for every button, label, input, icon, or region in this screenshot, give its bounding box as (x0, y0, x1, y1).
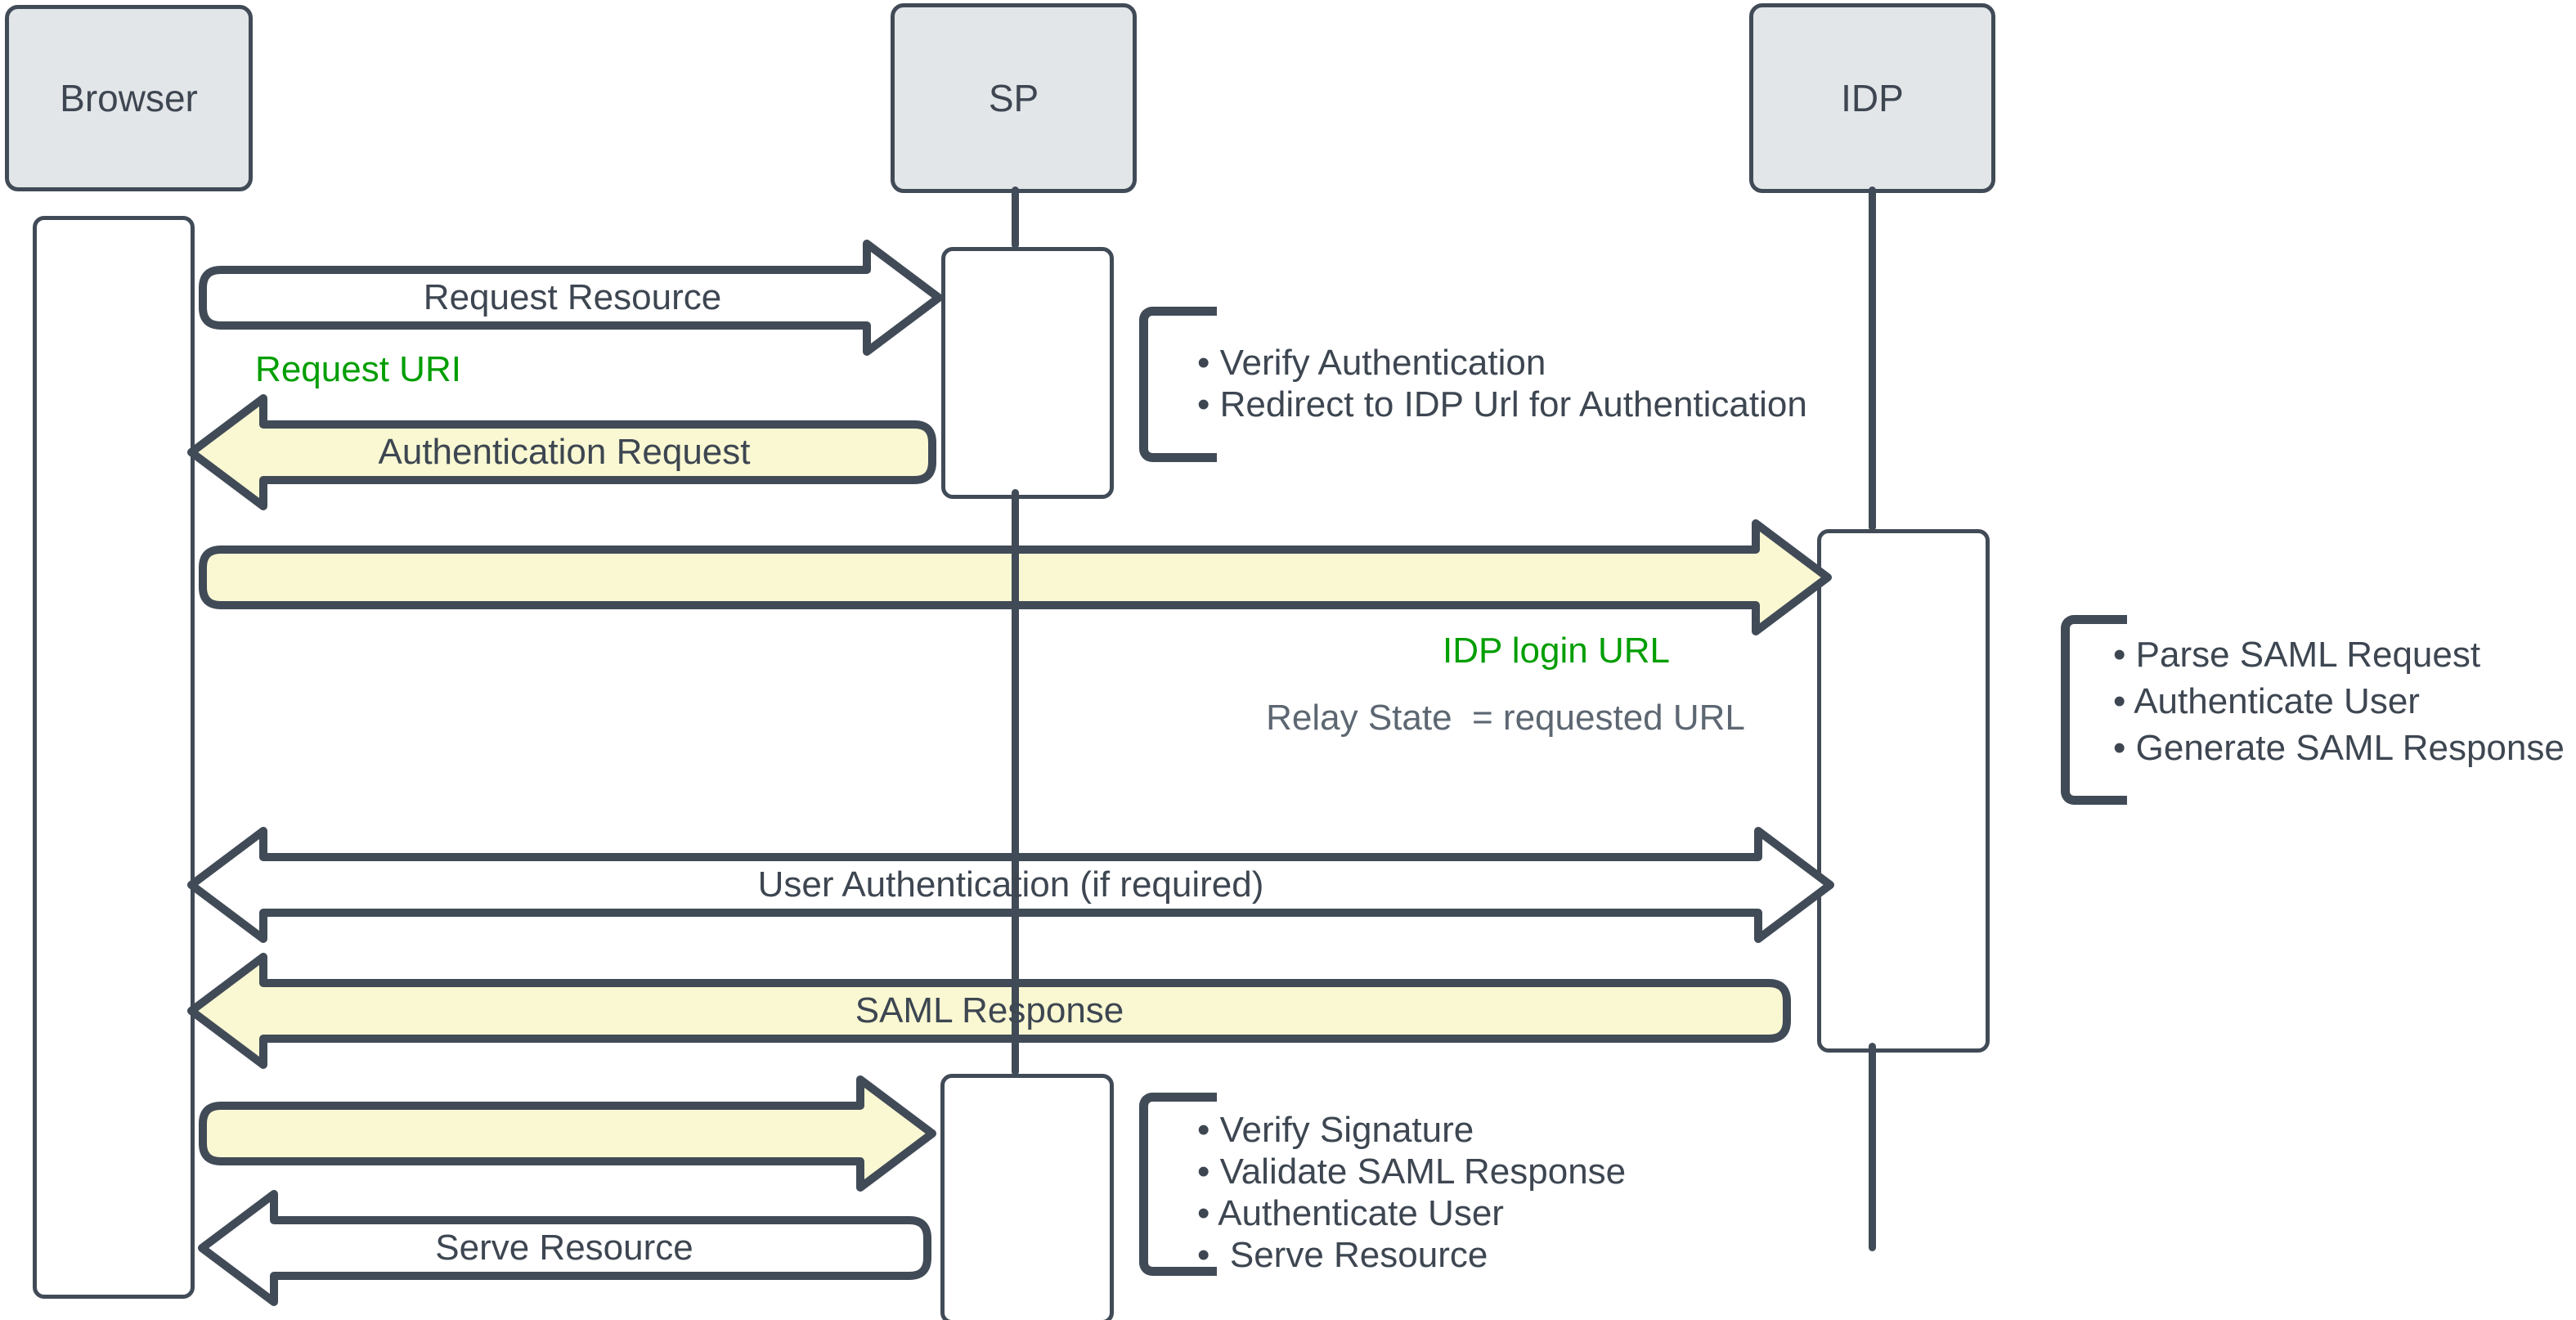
sp-activation-box-1 (941, 247, 1114, 499)
saml-response-arrow (187, 953, 1791, 1069)
sp-activation-box-2 (940, 1074, 1114, 1320)
sp-note-2-bracket (1139, 1093, 1217, 1276)
request-uri-annotation: Request URI (255, 349, 461, 389)
note-item: • Verify Signature (1197, 1110, 1474, 1150)
sp-note-2: • Verify Signature• Validate SAML Respon… (1197, 1109, 1626, 1276)
idp-lifeline-top (1869, 186, 1876, 531)
request-resource-label: Request Resource (423, 277, 722, 317)
post-saml-response-arrow (199, 1075, 936, 1192)
actor-idp: IDP (1749, 3, 1995, 193)
note-item: • Authenticate User (2113, 681, 2420, 721)
authentication-request-label: Authentication Request (378, 432, 751, 472)
browser-activation-box (33, 216, 195, 1299)
actor-idp-label: IDP (1841, 77, 1904, 119)
note-item: • Redirect to IDP Url for Authentication (1197, 384, 1807, 424)
request-resource-arrow (199, 240, 943, 356)
relay-state-annotation: Relay State = requested URL (1266, 698, 1745, 738)
actor-browser: Browser (5, 5, 253, 191)
actor-sp-label: SP (988, 77, 1039, 119)
idp-lifeline-bottom (1869, 1043, 1876, 1251)
user-authentication-label: User Authentication (if required) (757, 864, 1264, 905)
user-authentication-arrow (187, 827, 1834, 943)
sp-note-1: • Verify Authentication• Redirect to IDP… (1197, 342, 1807, 425)
sp-note-1-bracket (1139, 307, 1217, 462)
serve-resource-arrow (198, 1190, 931, 1306)
authentication-request-arrow (187, 394, 936, 510)
sp-lifeline-middle (1012, 489, 1019, 1075)
note-item: • Verify Authentication (1197, 343, 1546, 383)
idp-note: • Parse SAML Request • Authenticate User •… (2113, 631, 2565, 771)
note-item: • Authenticate User (1197, 1193, 1504, 1233)
serve-resource-label: Serve Resource (435, 1228, 693, 1268)
actor-browser-label: Browser (60, 77, 198, 119)
saml-response-label: SAML Response (855, 990, 1124, 1030)
idp-login-url-annotation: IDP login URL (1443, 631, 1670, 671)
note-item: • Serve Resource (1197, 1235, 1488, 1275)
sp-lifeline-top (1012, 186, 1019, 249)
note-item: • Generate SAML Response (2113, 728, 2565, 768)
idp-activation-box (1817, 529, 1990, 1053)
idp-note-bracket (2061, 615, 2127, 805)
note-item: • Parse SAML Request (2113, 635, 2481, 675)
note-item: • Validate SAML Response (1197, 1152, 1627, 1192)
